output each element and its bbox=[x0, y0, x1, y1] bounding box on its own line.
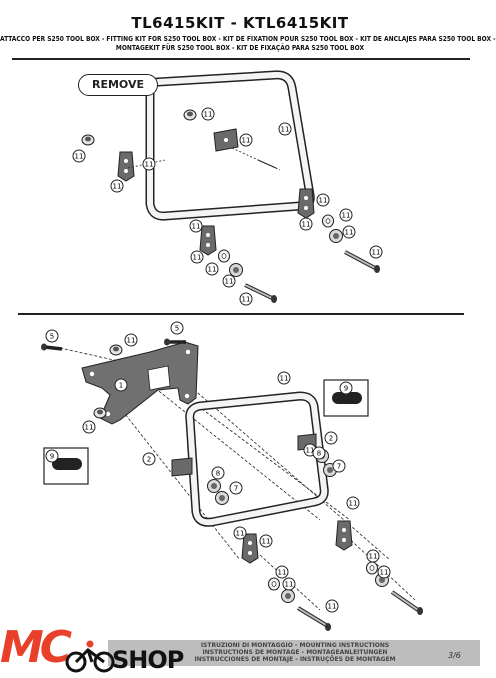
bolt-icon bbox=[164, 338, 186, 346]
spacer-icon bbox=[229, 263, 243, 277]
svg-text:11: 11 bbox=[208, 266, 217, 274]
nut-icon bbox=[93, 407, 107, 419]
svg-text:11: 11 bbox=[85, 424, 94, 432]
logo-word: SHOP bbox=[112, 646, 184, 674]
svg-text:2: 2 bbox=[147, 456, 151, 464]
bolt-icon bbox=[296, 606, 331, 631]
nut-icon bbox=[183, 109, 197, 121]
bolt-icon bbox=[244, 283, 277, 303]
spacer-icon bbox=[329, 229, 343, 243]
svg-text:11: 11 bbox=[225, 278, 234, 286]
svg-text:2: 2 bbox=[329, 435, 333, 443]
svg-text:11: 11 bbox=[145, 161, 154, 169]
svg-text:11: 11 bbox=[204, 111, 213, 119]
svg-text:11: 11 bbox=[369, 553, 378, 561]
footer-bar bbox=[108, 640, 480, 666]
svg-text:11: 11 bbox=[236, 530, 245, 538]
bracket-icon bbox=[117, 151, 135, 182]
svg-text:11: 11 bbox=[280, 375, 289, 383]
washer-icon bbox=[322, 214, 334, 228]
svg-text:11: 11 bbox=[349, 500, 358, 508]
svg-text:11: 11 bbox=[262, 538, 271, 546]
svg-text:11: 11 bbox=[281, 126, 290, 134]
mcshop-logo: MC SHOP bbox=[0, 620, 200, 678]
spacer-icon bbox=[281, 589, 295, 603]
rubber-pad-box-right bbox=[323, 379, 369, 417]
nut-icon bbox=[81, 134, 95, 146]
bracket-icon bbox=[241, 533, 259, 564]
bicycle-icon bbox=[65, 640, 115, 673]
svg-text:11: 11 bbox=[302, 221, 311, 229]
footer-line-1: ISTRUZIONI DI MONTAGGIO - MOUNTING INSTR… bbox=[200, 642, 390, 649]
washer-icon bbox=[268, 577, 280, 591]
bracket-icon bbox=[297, 188, 315, 219]
assembly-diagram: 11 11 11 11 11 11 11 11 11 11 11 11 11 1… bbox=[41, 70, 423, 631]
svg-text:11: 11 bbox=[127, 337, 136, 345]
bracket-icon bbox=[199, 225, 217, 256]
svg-text:5: 5 bbox=[50, 333, 54, 341]
svg-text:11: 11 bbox=[328, 603, 337, 611]
svg-text:11: 11 bbox=[242, 137, 251, 145]
logo-mark: MC bbox=[0, 622, 72, 673]
bottom-frame bbox=[185, 391, 329, 527]
spacer-icon bbox=[207, 479, 221, 493]
svg-text:7: 7 bbox=[234, 485, 238, 493]
svg-text:8: 8 bbox=[317, 450, 321, 458]
svg-text:11: 11 bbox=[380, 569, 389, 577]
svg-text:1: 1 bbox=[119, 382, 123, 390]
subtitle-line-1: ATTACCO PER S250 TOOL BOX - FITTING KIT … bbox=[0, 35, 496, 43]
svg-text:11: 11 bbox=[192, 223, 201, 231]
svg-text:11: 11 bbox=[345, 229, 354, 237]
middle-rule bbox=[18, 313, 464, 315]
svg-text:11: 11 bbox=[278, 569, 287, 577]
svg-text:11: 11 bbox=[113, 183, 122, 191]
washer-icon bbox=[218, 249, 230, 263]
svg-text:8: 8 bbox=[216, 470, 220, 478]
footer-line-2: INSTRUCTIONS DE MONTAGE - MONTAGEANLEITU… bbox=[202, 649, 388, 656]
bolt-icon bbox=[41, 343, 63, 351]
svg-text:11: 11 bbox=[242, 296, 251, 304]
svg-text:11: 11 bbox=[193, 254, 202, 262]
nut-icon bbox=[109, 344, 123, 356]
svg-text:7: 7 bbox=[337, 463, 341, 471]
washer-icon bbox=[366, 561, 378, 575]
plate-icon bbox=[213, 128, 239, 152]
bolt-icon bbox=[390, 590, 423, 615]
svg-text:5: 5 bbox=[175, 325, 179, 333]
bracket-icon bbox=[335, 520, 353, 551]
bottom-callouts: 5 11 5 1 11 11 9 2 11 9 2 8 7 8 7 11 11 … bbox=[45, 321, 391, 613]
mounting-plate bbox=[81, 341, 199, 425]
svg-text:9: 9 bbox=[50, 453, 54, 461]
svg-text:11: 11 bbox=[75, 153, 84, 161]
spacer-icon bbox=[215, 491, 229, 505]
svg-text:11: 11 bbox=[306, 447, 315, 455]
svg-text:11: 11 bbox=[285, 581, 294, 589]
svg-text:9: 9 bbox=[344, 385, 348, 393]
svg-text:11: 11 bbox=[372, 249, 381, 257]
page-number: 3/6 bbox=[448, 651, 461, 660]
svg-text:11: 11 bbox=[342, 212, 351, 220]
subtitle-line-2: MONTAGEKIT FÜR S250 TOOL BOX - KIT DE FI… bbox=[115, 44, 365, 52]
bolt-icon bbox=[344, 250, 380, 273]
svg-text:11: 11 bbox=[319, 197, 328, 205]
page-title: TL6415KIT - KTL6415KIT bbox=[131, 14, 349, 32]
footer-line-3: INSTRUCCIONES DE MONTAJE - INSTRUÇÕES DE… bbox=[194, 656, 396, 663]
top-callouts: 11 11 11 11 11 11 11 11 11 11 11 11 11 1… bbox=[72, 107, 383, 306]
remove-label: REMOVE bbox=[78, 74, 158, 96]
top-rule bbox=[12, 58, 470, 60]
